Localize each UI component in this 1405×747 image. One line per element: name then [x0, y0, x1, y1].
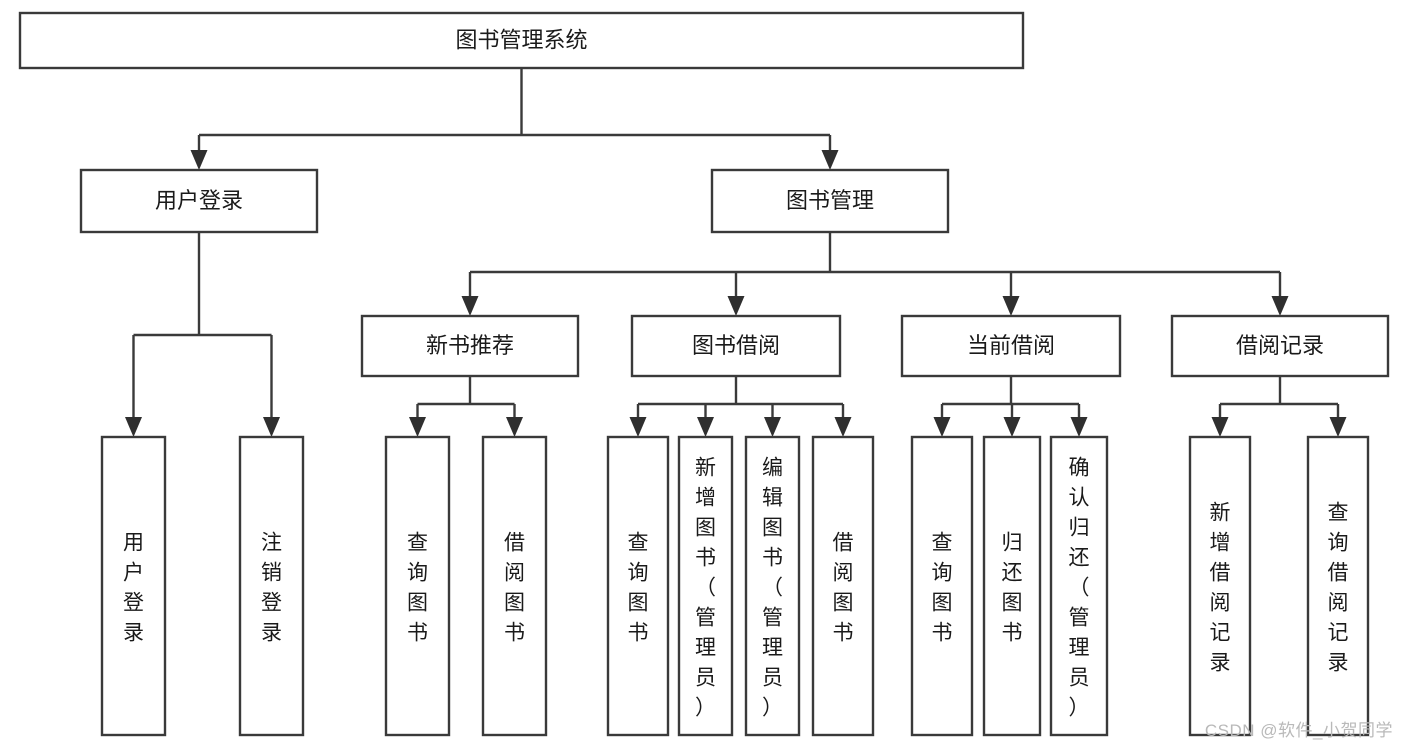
node-box-l_edit_book[interactable]: [744, 435, 801, 737]
node-root[interactable]: 图书管理系统: [18, 11, 1025, 70]
arrow-head-l_borrow_book_2: [834, 417, 852, 437]
node-label-l_logout: 注销登录: [261, 531, 282, 644]
node-label-n_current_borrow: 当前借阅: [967, 333, 1055, 358]
node-box-l_user_login[interactable]: [100, 435, 167, 737]
node-l_borrow_book_1[interactable]: 借阅图书: [481, 435, 548, 737]
node-n_book_borrow[interactable]: 图书借阅: [630, 314, 842, 378]
node-box-n_borrow_record[interactable]: [1170, 314, 1390, 378]
node-l_query_book_3[interactable]: 查询图书: [910, 435, 974, 737]
node-label-l_borrow_book_2: 借阅图书: [833, 531, 854, 644]
node-l_query_book_1[interactable]: 查询图书: [384, 435, 451, 737]
node-label-l_add_record: 新增借阅记录: [1210, 501, 1231, 674]
arrow-head-l_query_record: [1329, 417, 1347, 437]
node-l_return_book[interactable]: 归还图书: [982, 435, 1042, 737]
node-label-l_add_book: 新增图书（管理员）: [695, 456, 716, 719]
node-label-l_borrow_book_1: 借阅图书: [504, 531, 525, 644]
arrow-head-n_new_book_rec: [461, 296, 479, 316]
arrow-head-n_book_mgmt: [821, 150, 839, 170]
connector-layer: [125, 68, 1347, 437]
node-n_user_login[interactable]: 用户登录: [79, 168, 319, 234]
node-l_edit_book[interactable]: 编辑图书（管理员）: [744, 435, 801, 737]
node-box-n_new_book_rec[interactable]: [360, 314, 580, 378]
node-label-l_user_login: 用户登录: [123, 531, 144, 644]
node-l_logout[interactable]: 注销登录: [238, 435, 305, 737]
node-label-l_return_book: 归还图书: [1002, 531, 1023, 644]
arrow-head-l_confirm_return: [1070, 417, 1088, 437]
arrow-head-l_user_login: [125, 417, 142, 437]
node-box-n_user_login[interactable]: [79, 168, 319, 234]
node-label-l_query_book_1: 查询图书: [407, 531, 428, 644]
node-label-n_borrow_record: 借阅记录: [1236, 333, 1324, 358]
node-box-l_return_book[interactable]: [982, 435, 1042, 737]
node-label-n_user_login: 用户登录: [155, 188, 243, 213]
node-layer: 图书管理系统用户登录用户登录注销登录图书管理新书推荐查询图书借阅图书图书借阅查询…: [18, 11, 1390, 737]
arrow-head-l_query_book_2: [629, 417, 647, 437]
node-box-l_query_book_2[interactable]: [606, 435, 670, 737]
arrow-head-l_add_book: [697, 417, 714, 437]
node-l_user_login[interactable]: 用户登录: [100, 435, 167, 737]
node-box-root[interactable]: [18, 11, 1025, 70]
arrow-head-n_borrow_record: [1271, 296, 1289, 316]
node-box-n_book_mgmt[interactable]: [710, 168, 950, 234]
node-label-l_confirm_return: 确认归还（管理员）: [1069, 456, 1090, 719]
arrow-head-n_user_login: [190, 150, 208, 170]
node-box-l_borrow_book_2[interactable]: [811, 435, 875, 737]
csdn-watermark: CSDN @软件_小贺同学: [1204, 721, 1393, 740]
node-n_book_mgmt[interactable]: 图书管理: [710, 168, 950, 234]
node-box-n_current_borrow[interactable]: [900, 314, 1122, 378]
node-label-n_new_book_rec: 新书推荐: [426, 333, 514, 358]
arrow-head-l_add_record: [1211, 417, 1229, 437]
node-box-l_confirm_return[interactable]: [1049, 435, 1109, 737]
node-label-root: 图书管理系统: [455, 27, 587, 52]
node-box-l_query_book_1[interactable]: [384, 435, 451, 737]
node-label-l_edit_book: 编辑图书（管理员）: [762, 456, 783, 719]
node-n_new_book_rec[interactable]: 新书推荐: [360, 314, 580, 378]
arrow-head-n_current_borrow: [1002, 296, 1020, 316]
arrow-head-l_logout: [263, 417, 280, 437]
node-l_add_book[interactable]: 新增图书（管理员）: [677, 435, 734, 737]
node-box-l_logout[interactable]: [238, 435, 305, 737]
node-label-l_query_book_3: 查询图书: [932, 531, 953, 644]
node-l_add_record[interactable]: 新增借阅记录: [1188, 435, 1252, 737]
arrow-head-l_edit_book: [764, 417, 781, 437]
node-l_borrow_book_2[interactable]: 借阅图书: [811, 435, 875, 737]
node-n_current_borrow[interactable]: 当前借阅: [900, 314, 1122, 378]
node-label-n_book_borrow: 图书借阅: [692, 333, 780, 358]
arrow-head-l_query_book_1: [409, 417, 426, 437]
node-box-n_book_borrow[interactable]: [630, 314, 842, 378]
node-label-l_query_record: 查询借阅记录: [1328, 501, 1349, 674]
node-l_query_book_2[interactable]: 查询图书: [606, 435, 670, 737]
node-l_query_record[interactable]: 查询借阅记录: [1306, 435, 1370, 737]
node-label-l_query_book_2: 查询图书: [628, 531, 649, 644]
arrow-head-l_query_book_3: [933, 417, 951, 437]
node-box-l_borrow_book_1[interactable]: [481, 435, 548, 737]
arrow-head-l_return_book: [1003, 417, 1021, 437]
node-box-l_query_book_3[interactable]: [910, 435, 974, 737]
arrow-head-l_borrow_book_1: [506, 417, 523, 437]
node-box-l_add_record[interactable]: [1188, 435, 1252, 737]
node-box-l_add_book[interactable]: [677, 435, 734, 737]
node-box-l_query_record[interactable]: [1306, 435, 1370, 737]
node-l_confirm_return[interactable]: 确认归还（管理员）: [1049, 435, 1109, 737]
node-n_borrow_record[interactable]: 借阅记录: [1170, 314, 1390, 378]
arrow-head-n_book_borrow: [727, 296, 745, 316]
node-label-n_book_mgmt: 图书管理: [786, 188, 874, 213]
